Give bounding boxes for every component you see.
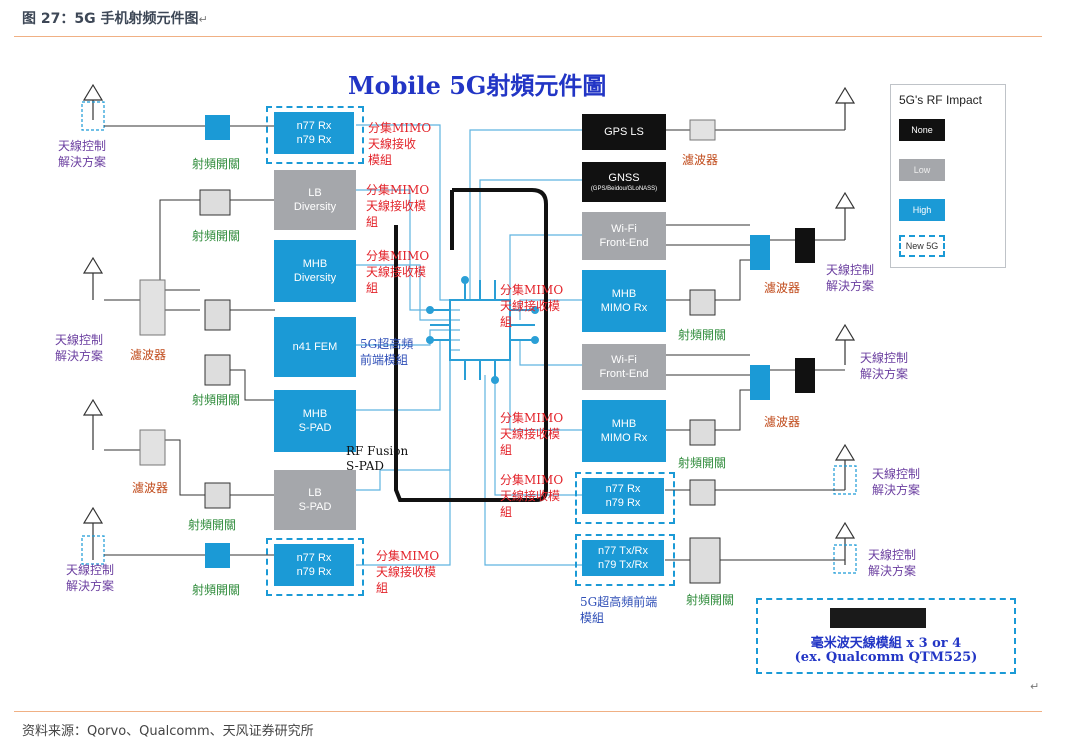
filter-label-5: 濾波器	[764, 415, 801, 429]
left-top-rx-outline	[266, 106, 364, 164]
right-rx-outline	[575, 472, 675, 524]
diversity-mimo-label-r2: 分集MIMO 天線接收模 組	[500, 411, 564, 457]
n41-fem-block: n41 FEM	[274, 317, 356, 377]
legend-new-5g: New 5G	[899, 235, 945, 257]
rf-switch-label-8: 射頻開關	[686, 593, 735, 607]
filter-label-3: 濾波器	[682, 153, 719, 167]
left-top-rx-block: n77 Rx n79 Rx	[274, 112, 354, 154]
figure-caption-text: 图 27：5G 手机射频元件图	[22, 11, 199, 27]
phone-outline	[394, 188, 548, 502]
left-bottom-rx-block: n77 Rx n79 Rx	[274, 544, 354, 586]
antenna-control-label-1: 天線控制 解決方案	[58, 139, 107, 169]
gnss-block: GNSS (GPS/Beidou/GLoNASS)	[582, 162, 666, 202]
diagram-title: Mobile 5G射頻元件圖	[348, 71, 607, 100]
diversity-mimo-label-2: 分集MIMO 天線接收模 組	[366, 249, 430, 295]
legend-none: None	[899, 119, 945, 141]
fe-5g-left-label: 5G超高頻 前端模組	[360, 337, 414, 367]
soc-traces	[426, 276, 539, 384]
wifi-front-end-block-1: Wi-Fi Front-End	[582, 212, 666, 260]
antenna-control-label-2: 天線控制 解決方案	[55, 333, 104, 363]
mmwave-label-line1: 毫米波天線模組 x 3 or 4	[810, 636, 962, 651]
right-components	[689, 119, 815, 584]
antenna-control-label-6: 天線控制 解決方案	[872, 467, 921, 497]
antenna-control-label-3: 天線控制 解決方案	[66, 563, 115, 593]
lb-diversity-block: LB Diversity	[274, 170, 356, 230]
left-switches	[199, 115, 231, 568]
mmwave-chip-image	[830, 608, 926, 628]
rf-switch-label-7: 射頻開關	[678, 456, 727, 470]
mhb-mimo-rx-block-1: MHB MIMO Rx	[582, 270, 666, 332]
right-antennas	[834, 86, 856, 565]
filter-label-2: 濾波器	[132, 481, 169, 495]
rf-impact-legend: 5G's RF Impact None Low High New 5G	[890, 84, 1006, 268]
gnss-sub-label: (GPS/Beidou/GLoNASS)	[590, 186, 658, 192]
gnss-label: GNSS	[608, 172, 640, 184]
left-antennas	[82, 83, 104, 560]
antenna-control-label-7: 天線控制 解決方案	[868, 548, 917, 578]
diversity-mimo-label-top: 分集MIMO 天線接收 模組	[368, 121, 432, 167]
diversity-mimo-label-1: 分集MIMO 天線接收模 組	[366, 183, 430, 229]
rf-switch-label-1: 射頻開關	[192, 157, 241, 171]
right-txrx-outline	[575, 534, 675, 586]
diversity-mimo-label-bottom: 分集MIMO 天線接收模 組	[376, 549, 440, 595]
filter-label-4: 濾波器	[764, 281, 801, 295]
rf-switch-label-5: 射頻開關	[192, 583, 241, 597]
source-note: 资料来源：Qorvo、Qualcomm、天风证券研究所	[22, 724, 314, 739]
fe-5g-bottom-label: 5G超高頻前端 模組	[580, 595, 658, 625]
left-bottom-rx-outline	[266, 538, 364, 596]
diversity-mimo-label-r1: 分集MIMO 天線接收模 組	[500, 283, 564, 329]
top-divider	[14, 36, 1042, 37]
rf-switch-label-2: 射頻開關	[192, 229, 241, 243]
mmwave-module-box: 毫米波天線模組 x 3 or 4 (ex. Qualcomm QTM525)	[756, 598, 1016, 674]
return-mark-2: ↵	[1030, 680, 1040, 693]
legend-high: High	[899, 199, 945, 221]
wifi-front-end-block-2: Wi-Fi Front-End	[582, 344, 666, 390]
bottom-divider	[14, 711, 1042, 712]
mmwave-label-line2: (ex. Qualcomm QTM525)	[794, 650, 978, 665]
legend-low: Low	[899, 159, 945, 181]
mhb-spad-block: MHB S-PAD	[274, 390, 356, 452]
mhb-diversity-block: MHB Diversity	[274, 240, 356, 302]
antenna-control-label-5: 天線控制 解決方案	[860, 351, 909, 381]
left-filters	[139, 279, 166, 466]
right-rx-block: n77 Rx n79 Rx	[582, 478, 664, 514]
rf-fusion-label: RF Fusion S-PAD	[346, 444, 409, 473]
diversity-mimo-label-r3: 分集MIMO 天線接收模 組	[500, 473, 564, 519]
filter-label-1: 濾波器	[130, 348, 167, 362]
rf-switch-label-4: 射頻開關	[188, 518, 237, 532]
figure-caption: 图 27：5G 手机射频元件图↵	[22, 8, 208, 28]
legend-title: 5G's RF Impact	[899, 93, 982, 107]
rf-switch-label-6: 射頻開關	[678, 328, 727, 342]
mhb-mimo-rx-block-2: MHB MIMO Rx	[582, 400, 666, 462]
return-mark: ↵	[198, 13, 208, 26]
gps-ls-block: GPS LS	[582, 114, 666, 150]
right-txrx-block: n77 Tx/Rx n79 Tx/Rx	[582, 540, 664, 576]
rf-switch-label-3: 射頻開關	[192, 393, 241, 407]
antenna-control-label-4: 天線控制 解決方案	[826, 263, 875, 293]
lb-spad-block: LB S-PAD	[274, 470, 356, 530]
